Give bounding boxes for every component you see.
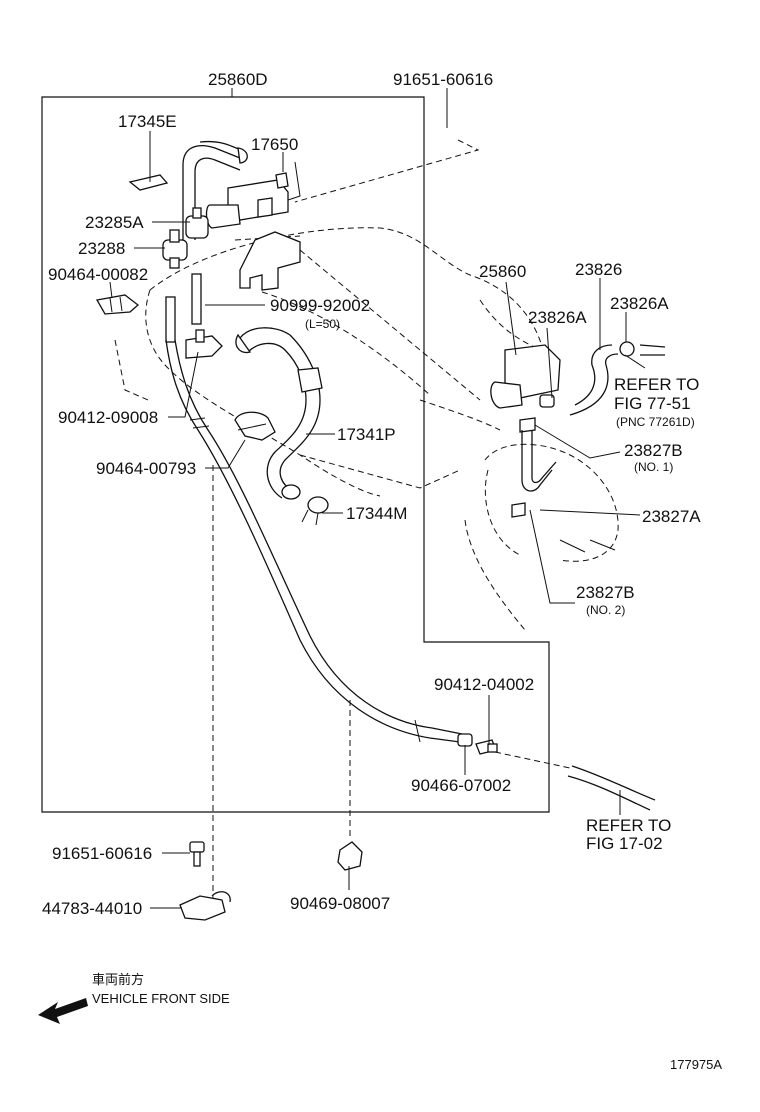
label-23288: 23288	[78, 239, 125, 258]
engine-outline	[114, 227, 549, 631]
label-23285A: 23285A	[85, 213, 144, 232]
refer-hose	[567, 765, 656, 811]
label-90464-00082: 90464-00082	[48, 265, 148, 284]
label-refer-2-line2: FIG 17-02	[586, 834, 663, 853]
label-vehicle-front-side: VEHICLE FRONT SIDE	[92, 991, 230, 1006]
label-23826A-top: 23826A	[610, 294, 669, 313]
throttle-area	[484, 417, 619, 562]
label-90412-04002: 90412-04002	[434, 675, 534, 694]
group-frame-25860D	[41, 96, 550, 813]
filter-23288	[162, 229, 188, 269]
clip-90469	[337, 841, 363, 871]
label-25860D: 25860D	[208, 70, 268, 89]
vsv-25860	[490, 344, 561, 409]
label-25860: 25860	[479, 262, 526, 281]
leader-91651-top	[294, 139, 480, 203]
label-17345E: 17345E	[118, 112, 177, 131]
label-23827A: 23827A	[642, 507, 701, 526]
clip-90464-00793	[234, 411, 276, 441]
label-front-jp: 車両前方	[92, 972, 144, 987]
hose-90999-92002	[165, 273, 202, 343]
joint-90412-04002	[475, 739, 498, 755]
label-23826A-mid: 23826A	[528, 308, 587, 327]
label-refer-2-line1: REFER TO	[586, 816, 671, 835]
label-91651-60616-top: 91651-60616	[393, 70, 493, 89]
label-figure-number: 177975A	[670, 1057, 722, 1072]
bolt-91651-bottom	[189, 841, 205, 867]
joint-90466	[457, 733, 473, 747]
filter-23285A	[185, 207, 209, 239]
label-23826: 23826	[575, 260, 622, 279]
label-90412-09008: 90412-09008	[58, 408, 158, 427]
label-refer-1-line1: REFER TO	[614, 375, 699, 394]
label-23827B-no1-note: (NO. 1)	[634, 460, 673, 474]
label-90999-92002: 90999-92002	[270, 296, 370, 315]
label-90999-length: (L=50)	[305, 317, 340, 331]
front-arrow-icon	[38, 998, 88, 1024]
label-23827B-no2: 23827B	[576, 583, 635, 602]
label-91651-60616-bottom: 91651-60616	[52, 844, 152, 863]
label-17344M: 17344M	[346, 504, 407, 523]
vacuum-hose-long	[165, 339, 463, 743]
label-17650: 17650	[251, 135, 298, 154]
bracket-44783	[179, 891, 231, 921]
bracket	[239, 231, 301, 291]
label-90464-00793: 90464-00793	[96, 459, 196, 478]
label-90469-08007: 90469-08007	[290, 894, 390, 913]
label-refer-1-line2: FIG 77-51	[614, 394, 691, 413]
clamp-17344M	[301, 496, 329, 526]
label-17341P: 17341P	[337, 425, 396, 444]
label-23827B-no2-note: (NO. 2)	[586, 603, 625, 617]
label-refer-1-line3: (PNC 77261D)	[616, 415, 695, 429]
label-23827B-no1: 23827B	[624, 441, 683, 460]
leader-lines	[109, 88, 646, 909]
clip-90464-00082	[95, 294, 140, 315]
label-44783-44010: 44783-44010	[42, 899, 142, 918]
vsv-17650	[205, 161, 301, 229]
leader-refer2	[494, 751, 571, 769]
joint-90412-09008	[185, 329, 223, 359]
hose-17341P	[235, 327, 323, 500]
label-90466-07002: 90466-07002	[411, 776, 511, 795]
